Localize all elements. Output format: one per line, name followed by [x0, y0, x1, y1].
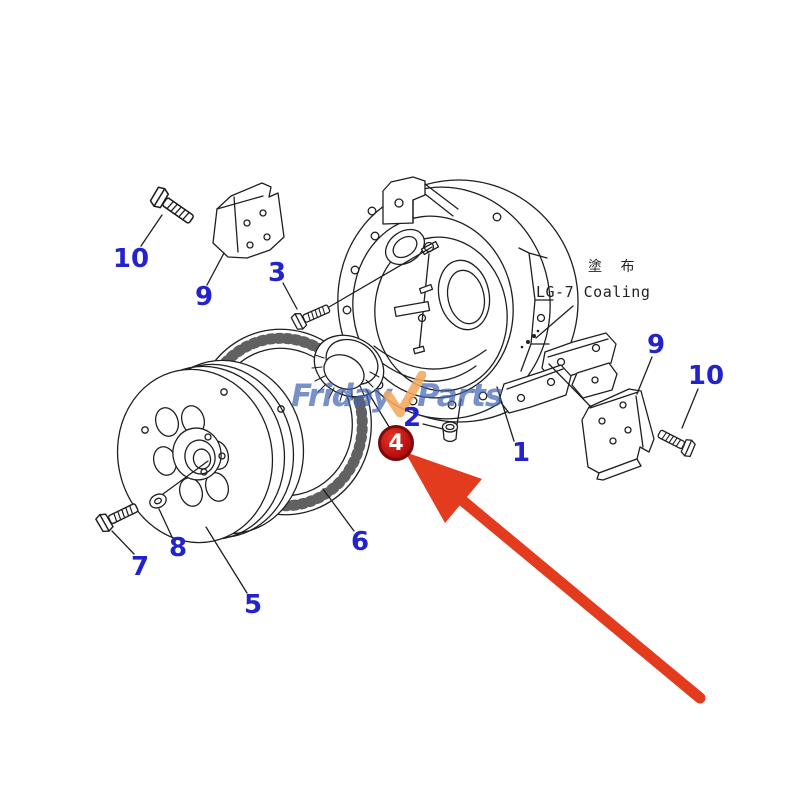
leader-lines: [111, 214, 699, 594]
part-label-7-7: 7: [130, 552, 150, 582]
part-label-5-9: 5: [243, 590, 263, 620]
mounting-bracket-right: [581, 388, 655, 481]
bolt-10-right: [654, 425, 698, 459]
part-label-10-6: 10: [687, 361, 725, 391]
plug-2: [441, 421, 459, 443]
highlighted-part-badge: 4: [378, 425, 414, 461]
part-label-8-8: 8: [168, 533, 188, 563]
bearing-ring: [311, 334, 385, 402]
part-label-6-10: 6: [350, 527, 370, 557]
flywheel: [116, 359, 305, 544]
mounting-bracket-left: [212, 182, 285, 259]
part-label-3-2: 3: [267, 258, 287, 288]
flywheel-housing: [337, 176, 618, 423]
red-arrow: [405, 452, 706, 704]
bolt-7: [94, 498, 142, 535]
coating-dots: [520, 329, 540, 349]
part-label-9-1: 9: [194, 282, 214, 312]
part-label-9-5: 9: [646, 330, 666, 360]
coating-note-en: LG-7 Coaling: [536, 283, 651, 301]
bolt-10-left: [147, 184, 198, 229]
part-label-1-4: 1: [511, 438, 531, 468]
bolt-3: [289, 299, 333, 333]
washer-8: [149, 493, 167, 509]
coating-note-jp: 塗 布: [588, 259, 642, 275]
part-label-10-0: 10: [112, 244, 150, 274]
